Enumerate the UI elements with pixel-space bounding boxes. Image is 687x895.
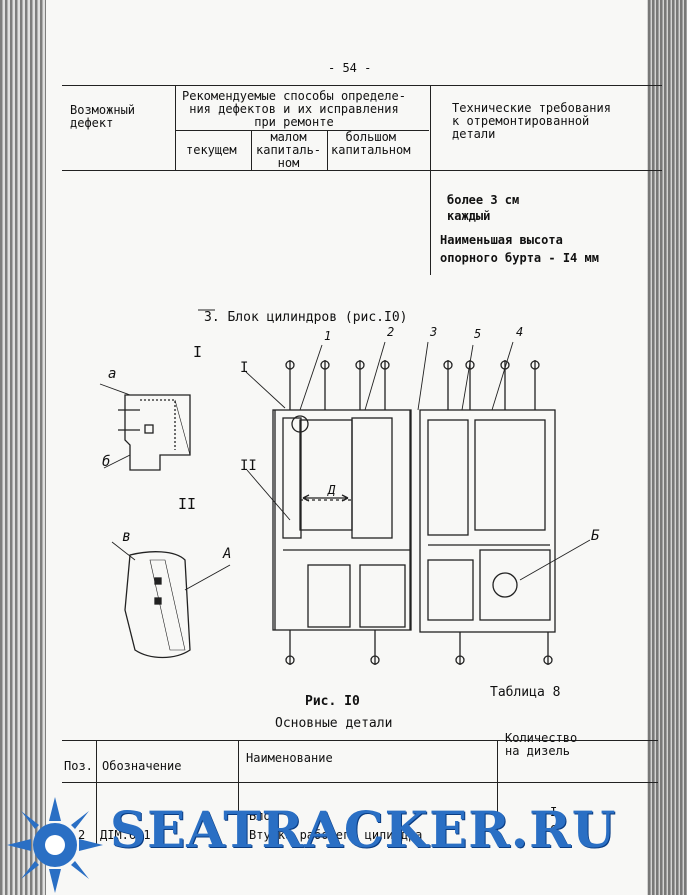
parts-col-sep-2 <box>238 740 239 845</box>
header-defect: Возможный дефект <box>70 103 136 130</box>
table-title: Основные детали <box>275 716 393 731</box>
label-D: Д <box>328 483 336 497</box>
scan-edge-right <box>647 0 687 895</box>
label-4: 4 <box>516 325 524 339</box>
block-section-left <box>272 360 412 665</box>
header-table-bottom-line <box>62 170 662 171</box>
req-line-3: Наименьшая высота <box>440 233 563 247</box>
header-current: текущем <box>186 143 237 157</box>
watermark-logo-icon <box>7 797 103 893</box>
parts-header-name: Наименование <box>246 751 333 765</box>
figure-caption: Рис. I0 <box>305 694 360 709</box>
table-row: Блок <box>249 809 278 823</box>
label-2: 2 <box>387 325 395 339</box>
block-section-right <box>419 360 556 665</box>
leader-lines <box>99 309 591 581</box>
header-small-capital: малом капиталь- ном <box>256 130 322 170</box>
table-label: Таблица 8 <box>490 685 561 700</box>
parts-header-pos: Поз. <box>64 759 93 773</box>
table-row-qty: I <box>550 805 558 819</box>
req-line-4: опорного бурта - I4 мм <box>440 251 599 265</box>
label-1: 1 <box>324 329 332 343</box>
label-3: 3 <box>430 325 438 339</box>
page-number: - 54 - <box>328 61 372 75</box>
label-5: 5 <box>474 327 482 341</box>
req-line-2: каждый <box>447 209 491 223</box>
label-roman-2: II <box>240 458 257 474</box>
col-sep-2 <box>430 85 431 275</box>
label-a: а <box>108 366 117 382</box>
parts-header-qty: Количество на дизель <box>505 731 578 758</box>
col-sep-4 <box>327 130 328 170</box>
header-methods: Рекомендуемые способы определе- ния дефе… <box>182 89 406 129</box>
parts-col-sep-3 <box>497 740 498 845</box>
scan-edge-left <box>0 0 46 895</box>
methods-sub-line <box>176 130 429 131</box>
req-line-1: более 3 см <box>447 193 520 207</box>
header-requirements: Технические требования к отремонтированн… <box>452 101 611 141</box>
label-A: А <box>223 546 232 562</box>
table-row: Втулка рабочего цилиндра <box>249 828 423 842</box>
label-roman-1-title: I <box>193 343 203 361</box>
table-row-designation: ДIМ.6.1 <box>100 828 151 842</box>
label-roman-1: I <box>240 360 249 376</box>
parts-table-top-line <box>62 740 658 741</box>
table-row-qty: 6 <box>550 823 558 837</box>
watermark-text: SEATRACKER.RU <box>110 800 617 859</box>
detail-a-view <box>118 394 191 471</box>
label-v: в <box>122 527 132 545</box>
col-sep-1 <box>175 85 176 170</box>
header-table-top-line <box>62 85 662 86</box>
detail-b-view <box>124 551 231 659</box>
header-big-capital: большом капитальном <box>331 130 411 157</box>
label-B: Б <box>591 528 600 544</box>
section-title: 3. Блок цилиндров (рис.I0) <box>204 310 408 325</box>
label-roman-2-title: II <box>178 495 197 513</box>
parts-table-header-line <box>62 782 658 783</box>
col-sep-3 <box>251 130 252 170</box>
table-row-pos: 2 <box>78 828 86 842</box>
parts-col-sep-1 <box>96 740 97 845</box>
label-b: б <box>102 454 111 470</box>
parts-header-designation: Обозначение <box>102 759 182 773</box>
